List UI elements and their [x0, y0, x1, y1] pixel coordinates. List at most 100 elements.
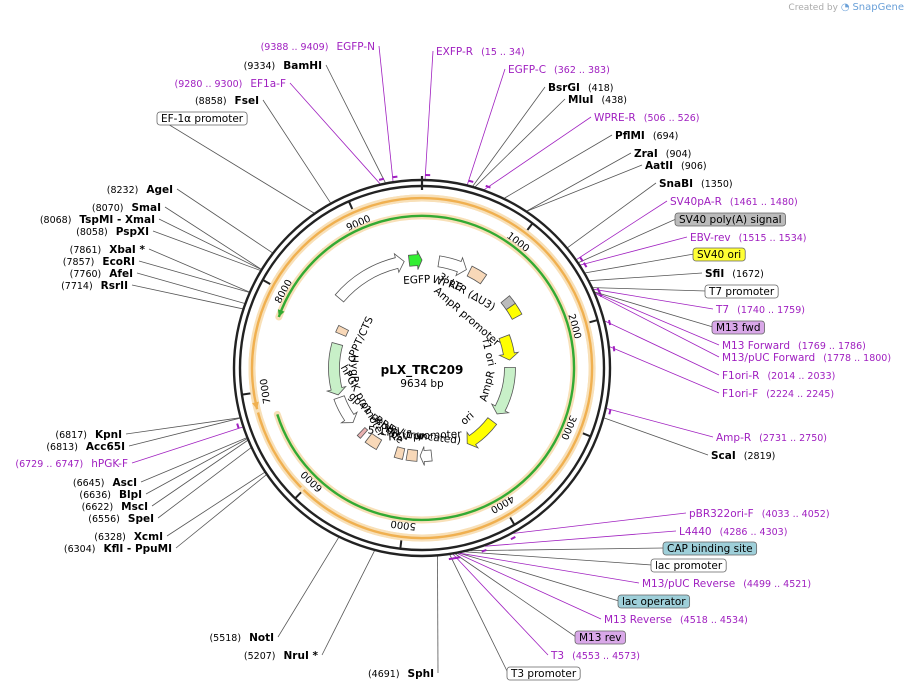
site-position: (4691) [368, 669, 400, 680]
leader-bsrgi [472, 86, 546, 187]
site-position: (6622) [82, 502, 114, 513]
feature-ef-1-promoter[interactable] [334, 252, 405, 303]
site-ef-1-promoter[interactable]: EF-1α promoter [156, 111, 248, 126]
site-name: SV40pA-R [670, 196, 722, 208]
site-mlui[interactable]: MluI(438) [568, 94, 627, 106]
site-msci[interactable]: MscI(6622) [82, 501, 148, 513]
feature-rre[interactable] [364, 432, 383, 451]
site-snabi[interactable]: SnaBI(1350) [659, 178, 733, 190]
site-name: SmaI [132, 202, 162, 214]
leader-msci [151, 440, 248, 507]
site-ebv-rev[interactable]: EBV-rev(1515 .. 1534) [690, 232, 807, 244]
site-wpre-r[interactable]: WPRE-R(506 .. 526) [594, 112, 700, 124]
feature-wpre[interactable] [437, 255, 467, 277]
site-agei[interactable]: AgeI(8232) [107, 184, 173, 196]
site-f1ori-r[interactable]: F1ori-R(2014 .. 2033) [722, 370, 835, 382]
site-xbai[interactable]: XbaI *(7861) [70, 244, 146, 256]
site-pbr322ori-f[interactable]: pBR322ori-F(4033 .. 4052) [689, 508, 830, 520]
leader-m13-reverse [457, 553, 602, 620]
site-name: FseI [235, 95, 259, 107]
site-m13-puc-reverse[interactable]: M13/pUC Reverse(4499 .. 4521) [642, 578, 811, 590]
site-afei[interactable]: AfeI(7760) [70, 268, 133, 280]
feature-hpgk-promoter[interactable] [333, 395, 358, 424]
site-aatii[interactable]: AatII(906) [645, 160, 707, 172]
orf-arc-4[interactable] [276, 214, 576, 522]
site-bsrgi[interactable]: BsrGI(418) [548, 82, 614, 94]
site-sv40-poly-a-signal[interactable]: SV40 poly(A) signal [674, 212, 786, 227]
leader-hpgk-f [131, 426, 243, 464]
feature-5-ltr-truncated[interactable] [405, 448, 418, 462]
site-name: KpnI [95, 429, 122, 441]
site-m13-puc-forward[interactable]: M13/pUC Forward(1778 .. 1800) [722, 352, 891, 364]
site-ef1a-f[interactable]: EF1a-F(9280 .. 9300) [175, 78, 286, 90]
feature-rsv-promoter[interactable] [419, 446, 433, 466]
site-l4440[interactable]: L4440(4286 .. 4303) [679, 526, 787, 538]
site-bamhi[interactable]: BamHI(9334) [244, 60, 322, 72]
site-sphi[interactable]: SphI(4691) [368, 668, 434, 680]
site-blpi[interactable]: BlpI(6636) [79, 489, 142, 501]
site-fsei[interactable]: FseI(8858) [195, 95, 259, 107]
site-box [506, 666, 581, 681]
site-smai[interactable]: SmaI(8070) [92, 202, 161, 214]
site-m13-rev[interactable]: M13 rev [574, 630, 626, 645]
site-acc65i[interactable]: Acc65I(6813) [46, 441, 125, 453]
site-name: T7 [715, 304, 729, 316]
primer-mark-l4440 [481, 548, 487, 553]
site-m13-forward[interactable]: M13 Forward(1769 .. 1786) [722, 340, 866, 352]
site-name: L4440 [679, 526, 712, 538]
feature-f1-ori[interactable] [498, 334, 520, 361]
site-lac-promoter[interactable]: lac promoter [650, 558, 727, 573]
feature-gp41-peptide[interactable] [356, 426, 369, 439]
site-kpni[interactable]: KpnI(6817) [55, 429, 122, 441]
site-asci[interactable]: AscI(6645) [73, 477, 137, 489]
site-name: T3 [550, 650, 564, 662]
site-f1ori-f[interactable]: F1ori-F(2224 .. 2245) [722, 388, 834, 400]
site-zrai[interactable]: ZraI(904) [634, 148, 691, 160]
site-xcmi[interactable]: XcmI(6328) [94, 531, 163, 543]
site-exfp-r[interactable]: EXFP-R(15 .. 34) [436, 46, 525, 58]
site-t7-promoter[interactable]: T7 promoter [704, 284, 779, 299]
site-sv40-ori[interactable]: SV40 ori [692, 247, 746, 262]
site-m13-reverse[interactable]: M13 Reverse(4518 .. 4534) [604, 614, 748, 626]
site-scai[interactable]: ScaI(2819) [711, 450, 775, 462]
site-kfli-ppumi[interactable]: KflI - PpuMI(6304) [64, 543, 172, 555]
site-rsrii[interactable]: RsrII(7714) [61, 280, 128, 292]
site-t3[interactable]: T3(4553 .. 4573) [550, 650, 640, 662]
feature-3-ltr-u3[interactable] [466, 265, 488, 285]
leader-fsei [262, 99, 331, 203]
site-tspmi-xmai[interactable]: TspMI - XmaI(8068) [40, 214, 155, 226]
site-nrui[interactable]: NruI *(5207) [244, 650, 319, 662]
site-name: AscI [112, 477, 137, 489]
site-amp-r[interactable]: Amp-R(2731 .. 2750) [716, 432, 827, 444]
site-t7[interactable]: T7(1740 .. 1759) [715, 304, 805, 316]
site-t3-promoter[interactable]: T3 promoter [506, 666, 581, 681]
site-cap-binding-site[interactable]: CAP binding site [662, 541, 758, 556]
feature-hygr[interactable] [325, 341, 347, 396]
feature-ampr[interactable] [490, 367, 516, 415]
site-name: M13/pUC Reverse [642, 578, 735, 590]
leader-sfii [589, 272, 703, 282]
site-sfii[interactable]: SfiI(1672) [705, 268, 764, 280]
site-ecori[interactable]: EcoRI(7857) [63, 256, 135, 268]
feature-hiv-1[interactable] [393, 446, 406, 460]
feature-egfp[interactable] [407, 250, 423, 270]
site-name: EcoRI [102, 256, 135, 268]
site-position: (1515 .. 1534) [739, 233, 807, 244]
feature-ori[interactable] [466, 417, 498, 449]
feature-sv40-ori[interactable] [505, 302, 523, 320]
site-noti[interactable]: NotI(5518) [209, 632, 274, 644]
site-pspxi[interactable]: PspXI(8058) [76, 226, 149, 238]
feature-cppt-cts[interactable] [335, 324, 350, 337]
site-egfp-n[interactable]: EGFP-N(9388 .. 9409) [261, 41, 375, 53]
site-egfp-c[interactable]: EGFP-C(362 .. 383) [508, 64, 610, 76]
site-hpgk-f[interactable]: hPGK-F(6729 .. 6747) [15, 458, 128, 470]
site-m13-fwd[interactable]: M13 fwd [711, 320, 765, 335]
site-sv40pa-r[interactable]: SV40pA-R(1461 .. 1480) [670, 196, 798, 208]
orf-arc-6[interactable] [250, 196, 594, 540]
primer-mark-m13-puc-reverse [455, 556, 461, 560]
leader-ef-1-promoter [157, 117, 315, 214]
site-pflmi[interactable]: PflMI(694) [615, 130, 678, 142]
site-labels[interactable]: EGFP-N(9388 .. 9409) BamHI(9334) EF1a-F(92… [15, 41, 891, 681]
site-lac-operator[interactable]: lac operator [617, 594, 691, 609]
site-spei[interactable]: SpeI(6556) [88, 513, 154, 525]
